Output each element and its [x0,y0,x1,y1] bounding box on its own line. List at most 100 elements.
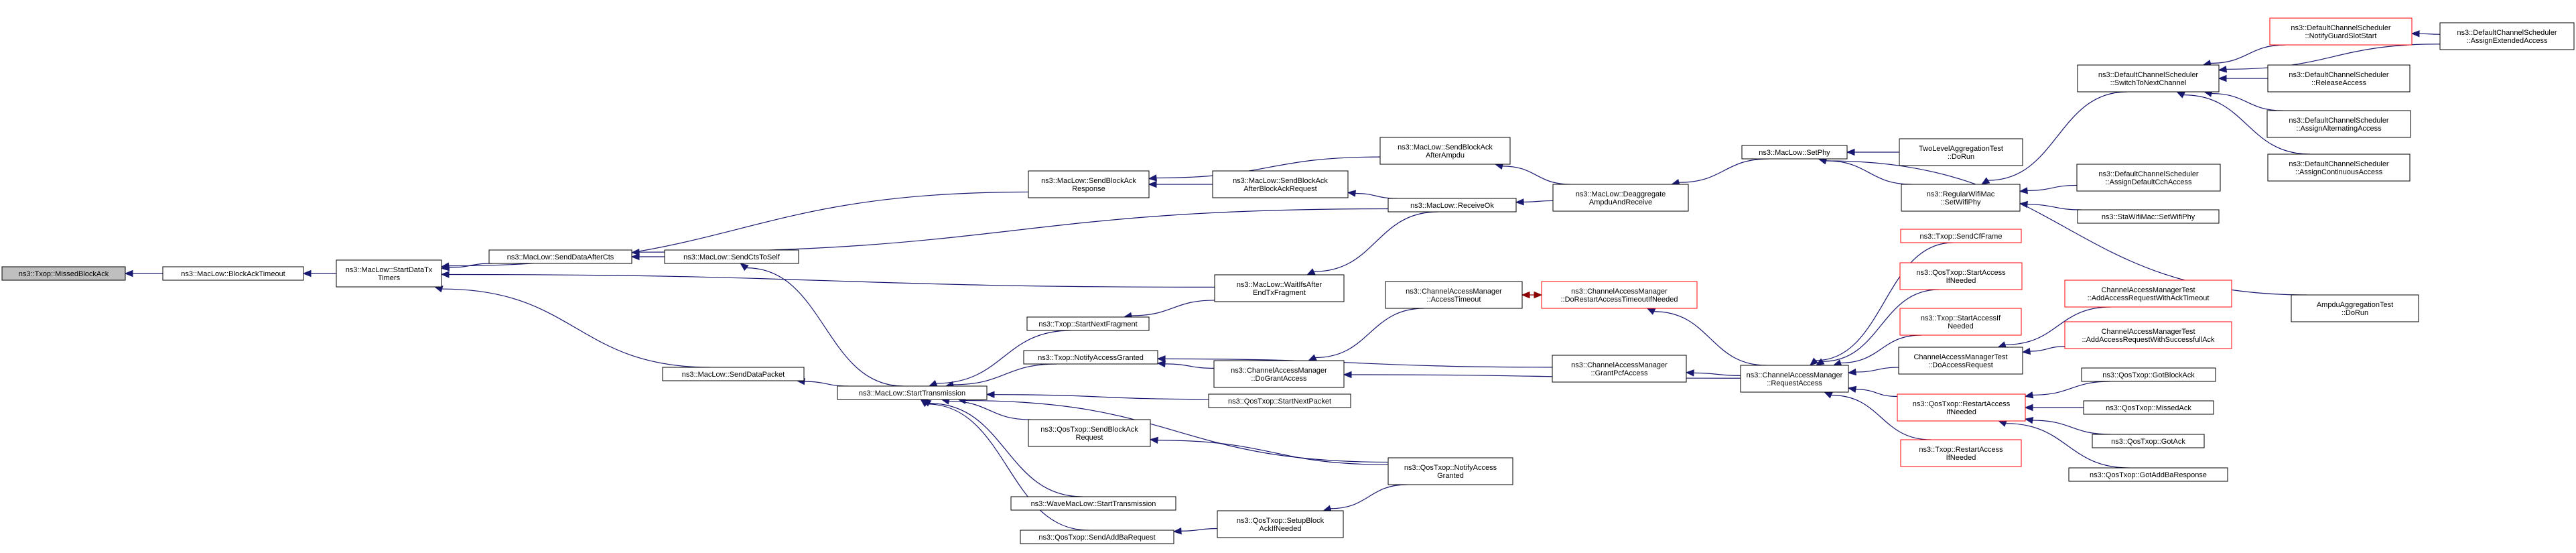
node-box[interactable] [1212,170,1349,198]
node-box[interactable] [1741,145,1848,160]
node-box[interactable] [2077,64,2220,93]
graph-node-n24[interactable]: ns3::ChannelAccessManager::GrantPcfAcces… [1552,355,1687,383]
node-box[interactable] [1387,457,1513,485]
graph-node-n40[interactable]: ns3::QosTxop::GotBlockAck [2081,367,2216,382]
node-box[interactable] [1214,274,1345,302]
graph-node-n0[interactable]: ns3::Txop::MissedBlockAck [1,266,126,281]
node-box[interactable] [1541,281,1698,309]
node-box[interactable] [2083,400,2214,415]
graph-node-n39[interactable]: ChannelAccessManagerTest::AddAccessReque… [2064,321,2232,349]
node-box[interactable] [2266,110,2411,138]
node-box[interactable] [1898,347,2023,375]
node-box[interactable] [162,266,304,281]
node-box[interactable] [2092,434,2205,448]
graph-node-n12[interactable]: ns3::QosTxop::SendAddBaRequest [1020,530,1174,544]
node-box[interactable] [1010,496,1176,511]
node-box[interactable] [1740,365,1849,393]
node-box[interactable] [2077,209,2220,224]
node-box[interactable] [2267,64,2411,93]
node-box[interactable] [1,266,126,281]
graph-node-n26[interactable]: ns3::ChannelAccessManager::RequestAccess [1740,365,1849,393]
node-box[interactable] [1028,170,1150,198]
graph-node-n25[interactable]: ns3::MacLow::SetPhy [1741,145,1848,160]
graph-node-n37[interactable]: ns3::StaWifiMac::SetWifiPhy [2077,209,2220,224]
node-box[interactable] [1217,510,1344,538]
node-box[interactable] [336,259,442,288]
graph-node-n5[interactable]: ns3::MacLow::SendCtsToSelf [664,249,799,264]
graph-node-n38[interactable]: ChannelAccessManagerTest::AddAccessReque… [2064,280,2232,308]
graph-node-n4[interactable]: ns3::MacLow::SendDataAfterCts [488,249,632,264]
graph-node-n45[interactable]: ns3::DefaultChannelScheduler::AssignExte… [2439,22,2575,50]
graph-node-n36[interactable]: ns3::DefaultChannelScheduler::AssignDefa… [2076,164,2221,192]
graph-node-n42[interactable]: ns3::QosTxop::GotAck [2092,434,2205,448]
node-box[interactable] [2064,321,2232,349]
node-box[interactable] [662,367,805,381]
node-box[interactable] [1026,316,1150,331]
node-box[interactable] [1552,355,1687,383]
graph-node-n13[interactable]: ns3::MacLow::SendBlockAckAfterBlockAckRe… [1212,170,1349,198]
node-box[interactable] [2068,467,2228,482]
node-box[interactable] [1899,308,2022,336]
node-box[interactable] [837,385,988,400]
graph-node-n49[interactable]: AmpduAggregationTest::DoRun [2291,294,2419,322]
node-box[interactable] [488,249,632,264]
graph-node-n17[interactable]: ns3::ChannelAccessManager::DoGrantAccess [1213,360,1345,388]
graph-node-n46[interactable]: ns3::DefaultChannelScheduler::ReleaseAcc… [2267,64,2411,93]
node-box[interactable] [1900,439,2022,467]
node-box[interactable] [1208,393,1351,408]
node-box[interactable] [2076,164,2221,192]
node-box[interactable] [1899,262,2023,290]
node-box[interactable] [2269,17,2413,46]
graph-node-n23[interactable]: ns3::ChannelAccessManager::DoRestartAcce… [1541,281,1698,309]
node-box[interactable] [1023,350,1158,365]
graph-node-n18[interactable]: ns3::QosTxop::StartNextPacket [1208,393,1351,408]
graph-node-n48[interactable]: ns3::DefaultChannelScheduler::AssignCont… [2267,153,2411,182]
graph-node-n32[interactable]: ChannelAccessManagerTest::DoAccessReques… [1898,347,2023,375]
graph-node-n6[interactable]: ns3::MacLow::SendDataPacket [662,367,805,381]
node-box[interactable] [1379,137,1511,165]
node-box[interactable] [2291,294,2419,322]
node-box[interactable] [1552,184,1689,212]
graph-node-n44[interactable]: ns3::DefaultChannelScheduler::NotifyGuar… [2269,17,2413,46]
graph-node-n9[interactable]: ns3::Txop::NotifyAccessGranted [1023,350,1158,365]
graph-node-n27[interactable]: TwoLevelAggregationTest::DoRun [1899,138,2023,166]
graph-node-n22[interactable]: ns3::ChannelAccessManager::AccessTimeout [1385,281,1523,309]
node-box[interactable] [2081,367,2216,382]
node-box[interactable] [1387,198,1517,212]
graph-node-n41[interactable]: ns3::QosTxop::MissedAck [2083,400,2214,415]
node-box[interactable] [2439,22,2575,50]
node-box[interactable] [2064,280,2232,308]
node-box[interactable] [1020,530,1174,544]
node-box[interactable] [1901,184,2021,212]
graph-node-n15[interactable]: ns3::MacLow::ReceiveOk [1387,198,1517,212]
node-box[interactable] [1213,360,1345,388]
graph-node-n7[interactable]: ns3::MacLow::StartTransmission [837,385,988,400]
graph-node-n11[interactable]: ns3::WaveMacLow::StartTransmission [1010,496,1176,511]
graph-node-n43[interactable]: ns3::QosTxop::GotAddBaResponse [2068,467,2228,482]
node-box[interactable] [2267,153,2411,182]
node-box[interactable] [1028,419,1151,447]
graph-node-n28[interactable]: ns3::RegularWifiMac::SetWifiPhy [1901,184,2021,212]
graph-node-n19[interactable]: ns3::QosTxop::NotifyAccessGranted [1387,457,1513,485]
graph-node-n29[interactable]: ns3::Txop::SendCfFrame [1900,229,2022,243]
node-box[interactable] [1897,393,2026,422]
node-box[interactable] [664,249,799,264]
graph-node-n1[interactable]: ns3::MacLow::BlockAckTimeout [162,266,304,281]
node-box[interactable] [1899,138,2023,166]
node-box[interactable] [1900,229,2022,243]
graph-node-n8[interactable]: ns3::Txop::StartNextFragment [1026,316,1150,331]
graph-node-n35[interactable]: ns3::DefaultChannelScheduler::SwitchToNe… [2077,64,2220,93]
node-box[interactable] [1385,281,1523,309]
graph-node-n47[interactable]: ns3::DefaultChannelScheduler::AssignAlte… [2266,110,2411,138]
